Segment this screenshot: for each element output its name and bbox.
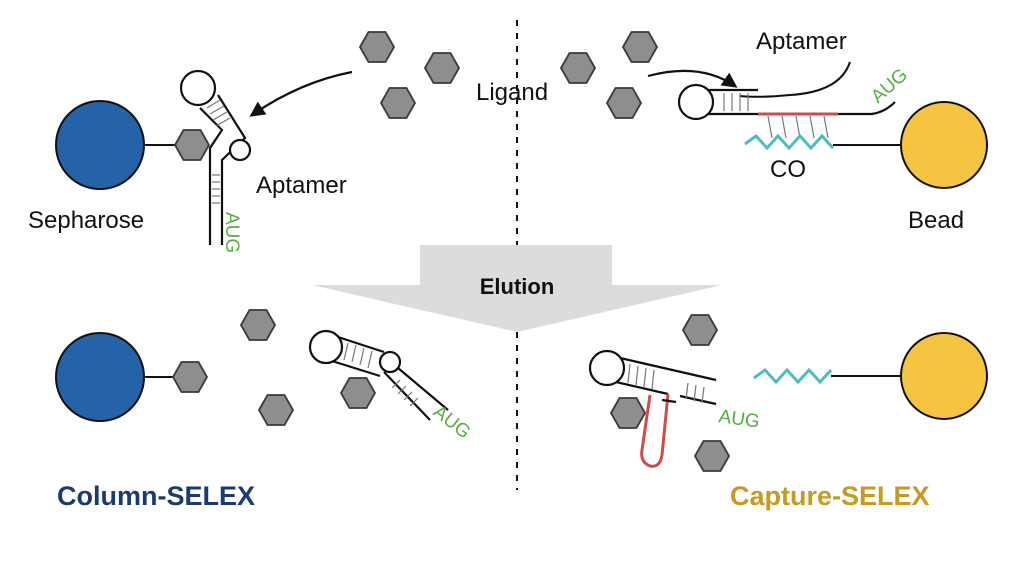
ligand-hexagon-eluted-5: [610, 397, 646, 429]
ligand-hexagon-bound-left: [174, 129, 210, 161]
elution-arrow: [312, 245, 722, 332]
ligand-hexagon-eluted-2: [258, 394, 294, 426]
aptamer-label-left: Aptamer: [256, 172, 347, 199]
binding-arrow-left: [249, 70, 353, 117]
ligand-hexagon-free-2: [424, 52, 460, 84]
aptamer-captured-right: [677, 83, 905, 151]
aptamer-label-pointer: [739, 61, 851, 98]
elution-label: Elution: [480, 274, 555, 299]
aug-label-bottom-right: AUG: [717, 406, 761, 433]
sepharose-label: Sepharose: [28, 207, 144, 234]
ligand-label: Ligand: [476, 79, 548, 106]
capture-selex-title: Capture-SELEX: [730, 481, 930, 511]
ligand-hexagon-eluted-1: [240, 309, 276, 341]
ligand-hexagon-eluted-6: [694, 440, 730, 472]
aug-label-top-right: AUG: [867, 65, 912, 108]
co-label: CO: [770, 156, 806, 183]
aptamer-eluted-right: [588, 349, 717, 468]
binding-arrow-right: [647, 69, 738, 88]
capture-bottom-group: AUG: [588, 314, 988, 472]
ligand-hexagon-free-6: [606, 87, 642, 119]
column-selex-title: Column-SELEX: [57, 481, 255, 511]
column-bottom-group: AUG: [55, 309, 474, 443]
aug-label-bottom-left: AUG: [429, 401, 474, 443]
sepharose-bead-bottom: [55, 332, 145, 422]
capture-oligo-bottom: [753, 367, 833, 385]
bead-bottom: [900, 332, 988, 420]
ligand-hexagon-free-5: [622, 31, 658, 63]
capture-top-group: Aptamer AUG C: [560, 28, 988, 234]
ligand-hexagon-free-3: [380, 87, 416, 119]
bead-label: Bead: [908, 207, 964, 234]
ligand-hexagon-eluted-3: [340, 377, 376, 409]
ligand-hexagon-free-1: [359, 31, 395, 63]
ligand-hexagon-eluted-4: [682, 314, 718, 346]
capture-oligo-top: [744, 133, 835, 151]
aug-label-top-left: AUG: [221, 212, 242, 253]
aptamer-label-right: Aptamer: [756, 28, 847, 55]
column-top-group: AUG Aptamer Sepharose: [28, 31, 460, 253]
ligand-hexagon-free-4: [560, 52, 596, 84]
aptamer-eluted-left: [308, 329, 449, 421]
aptamer-bound-left: [179, 69, 252, 245]
ligand-hexagon-bound-bottom: [172, 361, 208, 393]
bead-top: [900, 101, 988, 189]
sepharose-bead-top: [55, 100, 145, 190]
